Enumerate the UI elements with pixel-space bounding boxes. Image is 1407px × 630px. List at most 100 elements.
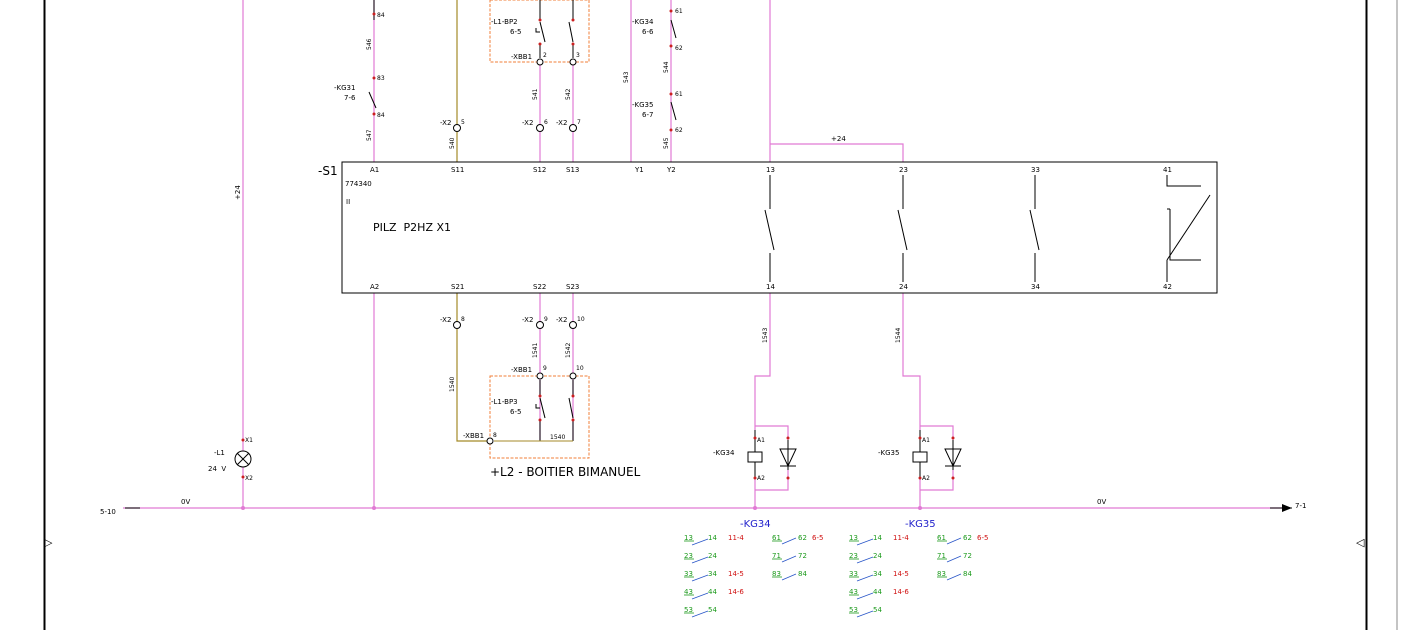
wires xyxy=(123,0,1290,509)
contact-pin-a: 53 xyxy=(684,606,693,614)
lamp-l1[interactable]: -L1 24 V X1 X2 xyxy=(208,437,253,482)
coil-kg34-tag: -KG34 xyxy=(713,449,735,457)
aux-ref: 6-5 xyxy=(812,534,823,542)
aux-pin-a: 83 xyxy=(937,570,946,578)
contact-pin-a: 33 xyxy=(684,570,693,578)
svg-text:83: 83 xyxy=(377,75,385,82)
term-23: 23 xyxy=(899,166,908,174)
contact-table-title: -KG34 xyxy=(740,519,771,530)
svg-text:10: 10 xyxy=(576,365,584,372)
wire-1544: 1544 xyxy=(895,328,902,343)
svg-text:-X2: -X2 xyxy=(522,316,533,324)
relay-tag: -S1 xyxy=(318,164,338,178)
rail-0v-left-label: 0V xyxy=(181,498,190,506)
bp3-box[interactable]: -XBB1 9 10 8 -XBB1 -L1-BP3 6-5 1540 +L2 … xyxy=(463,365,641,479)
svg-text:84: 84 xyxy=(377,112,385,119)
contact-ref: 14-5 xyxy=(893,570,909,578)
sheet-frame xyxy=(43,0,1398,630)
contact-ref: 14-5 xyxy=(728,570,744,578)
contact-kg31[interactable]: -KG31 7-6 83 84 547 xyxy=(334,75,385,141)
wire-542: 542 xyxy=(565,88,572,100)
contact-symbol xyxy=(691,538,709,546)
aux-pin-b: 84 xyxy=(963,570,972,578)
contact-symbol xyxy=(856,610,874,618)
bp3-ref: 6-5 xyxy=(510,408,521,416)
contact-pin-b: 54 xyxy=(873,606,882,614)
bp3-tag: -L1-BP3 xyxy=(491,398,518,406)
svg-text:-X2: -X2 xyxy=(556,316,567,324)
svg-text:62: 62 xyxy=(675,127,683,134)
aux-pin-a: 71 xyxy=(772,552,781,560)
bp2-xbb: -XBB1 xyxy=(511,53,532,61)
contact-pin-b: 24 xyxy=(708,552,717,560)
x2-terminals-top: -X2 5 -X2 6 -X2 7 xyxy=(440,119,581,132)
contact-pin-b: 34 xyxy=(873,570,882,578)
aux-pin-a: 61 xyxy=(937,534,946,542)
wire-543: 543 xyxy=(623,71,630,83)
svg-text:-X2: -X2 xyxy=(440,119,451,127)
svg-text:-X2: -X2 xyxy=(440,316,451,324)
contact-symbol xyxy=(856,538,874,546)
lamp-tag: -L1 xyxy=(214,449,225,457)
aux-ref: 6-5 xyxy=(977,534,988,542)
contact-pin-a: 23 xyxy=(684,552,693,560)
contact-pin-a: 13 xyxy=(684,534,693,542)
svg-text:A1: A1 xyxy=(922,437,930,444)
svg-text:A2: A2 xyxy=(922,475,930,482)
contact-ref: 14-6 xyxy=(728,588,744,596)
coil-kg34[interactable]: -KG34 A1 A2 xyxy=(713,430,797,482)
rail-24v-link-label: +24 xyxy=(831,135,846,143)
contact-symbol xyxy=(781,537,797,545)
aux-pin-b: 72 xyxy=(963,552,972,560)
kg35-contact-top[interactable]: -KG35 6-7 61 62 xyxy=(632,91,683,134)
contact-pin-b: 14 xyxy=(873,534,882,542)
wire-1540: 1540 xyxy=(449,377,456,392)
contact-pin-b: 54 xyxy=(708,606,717,614)
aux-pin-b: 84 xyxy=(798,570,807,578)
term-s12: S12 xyxy=(533,166,546,174)
left-margin-marker: ▷ xyxy=(44,536,53,549)
wire-1543: 1543 xyxy=(762,328,769,343)
term-y1: Y1 xyxy=(634,166,644,174)
rail-junctions xyxy=(241,506,922,510)
svg-text:8: 8 xyxy=(461,316,465,323)
svg-text:6-6: 6-6 xyxy=(642,28,654,36)
wire-544: 544 xyxy=(663,61,670,73)
term-13: 13 xyxy=(766,166,775,174)
svg-text:-X2: -X2 xyxy=(522,119,533,127)
aux-pin-b: 72 xyxy=(798,552,807,560)
coil-kg35[interactable]: -KG35 A1 A2 xyxy=(878,430,962,482)
contact-top-84[interactable]: 84 546 xyxy=(366,0,385,50)
lamp-voltage: 24 V xyxy=(208,465,226,473)
contact-ref: 14-6 xyxy=(893,588,909,596)
svg-text:6-7: 6-7 xyxy=(642,111,653,119)
contact-pin-b: 44 xyxy=(708,588,717,596)
term-a1: A1 xyxy=(370,166,379,174)
contact-symbol xyxy=(781,573,797,581)
svg-text:3: 3 xyxy=(576,52,580,59)
svg-text:61: 61 xyxy=(675,91,683,98)
aux-pin-b: 62 xyxy=(798,534,807,542)
term-s22: S22 xyxy=(533,283,546,291)
svg-text:A2: A2 xyxy=(757,475,765,482)
wire-545: 545 xyxy=(663,137,670,149)
relay-sheet-mark: II xyxy=(346,198,350,206)
relay-s1[interactable]: -S1 774340 II PILZ P2HZ X1 A1 S11 S12 S1… xyxy=(318,161,1218,294)
term-a2: A2 xyxy=(370,283,379,291)
contact-symbol xyxy=(856,574,874,582)
term-y2: Y2 xyxy=(666,166,676,174)
bp2-box[interactable]: -L1-BP2 6-5 -XBB1 2 3 xyxy=(489,0,590,66)
aux-pin-b: 62 xyxy=(963,534,972,542)
contact-pin-a: 13 xyxy=(849,534,858,542)
svg-text:62: 62 xyxy=(675,45,683,52)
contact-pin-a: 23 xyxy=(849,552,858,560)
svg-text:6: 6 xyxy=(544,119,548,126)
contact-pin-a: 43 xyxy=(684,588,693,596)
contact-pin-a: 43 xyxy=(849,588,858,596)
svg-text:X1: X1 xyxy=(245,437,253,444)
contact-symbol xyxy=(946,555,962,563)
contact-symbol xyxy=(781,555,797,563)
kg34-contact-top[interactable]: -KG34 6-6 61 62 xyxy=(632,8,683,52)
